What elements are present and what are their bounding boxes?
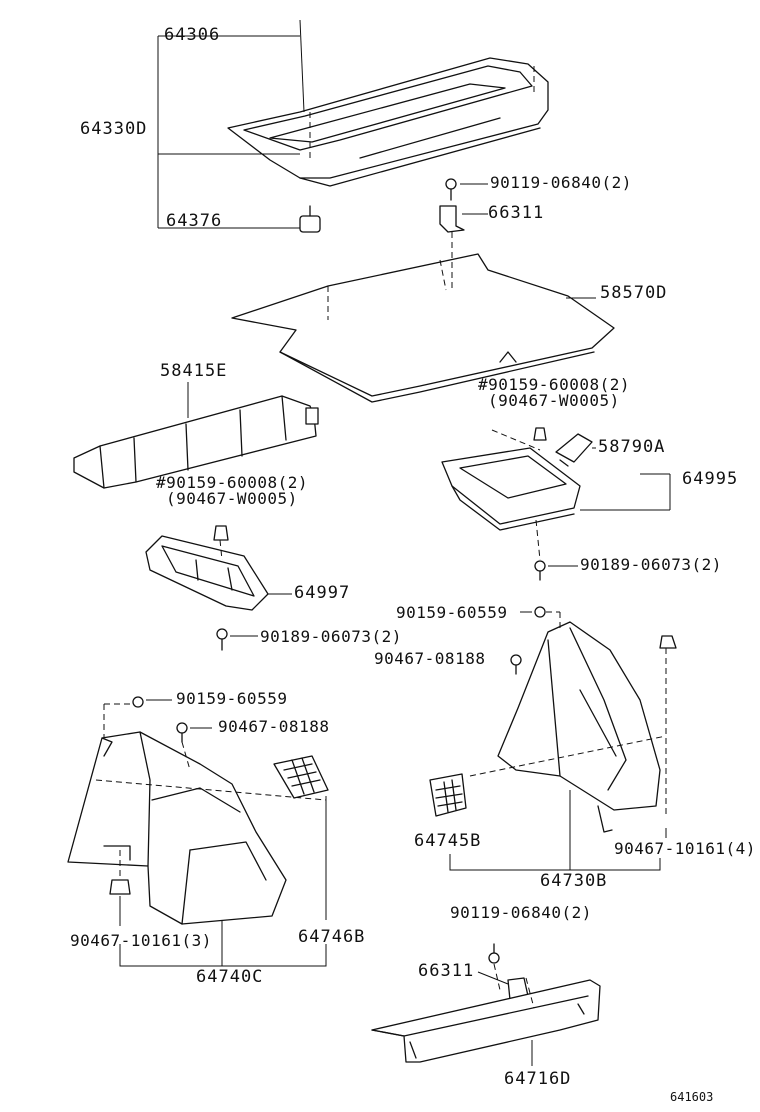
quarter-trim-64730B	[497, 621, 661, 833]
screw-90119-top	[445, 178, 457, 201]
clip-90159-60559-right	[534, 606, 546, 618]
leader-bracket	[157, 35, 228, 229]
clip-90467-10161-right	[659, 635, 677, 649]
label-90119-06840-top: 90119-06840(2)	[490, 173, 632, 192]
label-90159-60559-right: 90159-60559	[396, 603, 508, 622]
tray-64997	[145, 535, 269, 611]
label-90467-W0005-left: (90467-W0005)	[166, 489, 298, 508]
clip-90159-60008-left	[213, 525, 229, 541]
label-64306: 64306	[164, 25, 221, 45]
sill-plate-64716D	[371, 979, 601, 1063]
clip-64376	[299, 205, 321, 233]
clip-90467-10161-left	[109, 879, 131, 895]
label-90467-10161-3: 90467-10161(3)	[70, 931, 212, 950]
label-66311-top: 66311	[488, 203, 545, 223]
clip-90467-08188-left	[176, 722, 188, 743]
package-tray-64330D	[227, 57, 549, 187]
floor-mat-58570D	[231, 253, 615, 403]
label-66311-bottom: 66311	[418, 961, 475, 981]
hook-66311-top	[439, 205, 465, 233]
pin-64306	[299, 19, 305, 113]
label-90467-08188-right: 90467-08188	[374, 649, 486, 668]
label-90119-06840-bottom: 90119-06840(2)	[450, 903, 592, 922]
label-64376: 64376	[166, 211, 223, 231]
label-64746B: 64746B	[298, 927, 366, 947]
label-64330D: 64330D	[80, 119, 148, 139]
strap-58790A	[555, 433, 593, 467]
label-90467-08188-left: 90467-08188	[218, 717, 330, 736]
clip-90189-right	[534, 560, 546, 581]
label-64730B: 64730B	[540, 871, 608, 891]
label-90467-10161-4: 90467-10161(4)	[614, 839, 756, 858]
footer-code: 641603	[670, 1090, 714, 1104]
label-90189-06073-right: 90189-06073(2)	[580, 555, 722, 574]
label-90159-60008-right: #90159-60008(2)	[478, 375, 630, 394]
vent-64746B	[273, 755, 329, 799]
label-90189-06073-left: 90189-06073(2)	[260, 627, 402, 646]
clip-90467-08188-right	[510, 654, 522, 675]
label-90467-W0005-right: (90467-W0005)	[488, 391, 620, 410]
label-64716D: 64716D	[504, 1069, 572, 1089]
clip-90159-60559-left	[132, 696, 144, 708]
vent-64745B	[429, 773, 467, 817]
tool-box-58415E	[73, 395, 319, 489]
storage-tray-64995	[441, 447, 581, 531]
label-58790A: 58790A	[598, 437, 666, 457]
label-90159-60008-left: #90159-60008(2)	[156, 473, 308, 492]
label-64995: 64995	[682, 469, 739, 489]
label-64997: 64997	[294, 583, 351, 603]
label-58415E: 58415E	[160, 361, 228, 381]
clip-90159-60008-right	[533, 427, 547, 441]
screw-90119-bottom	[488, 943, 500, 964]
clip-90189-left	[216, 628, 228, 651]
quarter-trim-64740C	[67, 731, 287, 925]
label-58570D: 58570D	[600, 283, 668, 303]
label-64745B: 64745B	[414, 831, 482, 851]
label-90159-60559-left: 90159-60559	[176, 689, 288, 708]
label-64740C: 64740C	[196, 967, 264, 987]
